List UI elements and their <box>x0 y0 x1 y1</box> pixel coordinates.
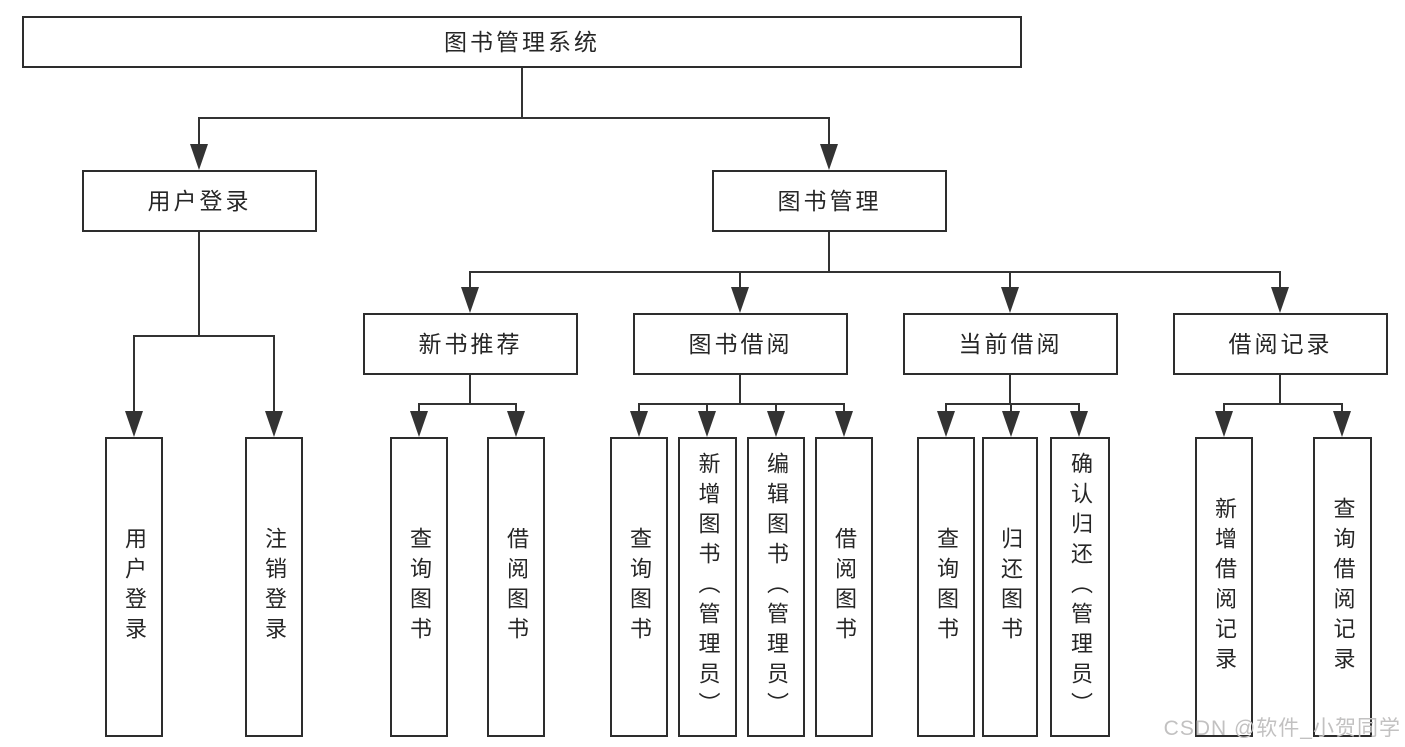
node-book-borrowing: 图书借阅 <box>633 313 848 375</box>
arrow-down-icon <box>698 411 716 437</box>
leaf-cb-return-books-label: 归还图书 <box>998 527 1023 647</box>
node-user-login: 用户登录 <box>82 170 317 232</box>
arrow-down-icon <box>731 287 749 313</box>
connector-line <box>469 271 471 292</box>
arrow-down-icon <box>1271 287 1289 313</box>
connector-line <box>828 117 830 150</box>
leaf-bb-borrow-books-label: 借阅图书 <box>832 527 857 647</box>
leaf-bb-add-books-label: 新增图书（管理员） <box>695 452 721 722</box>
connector-line <box>706 403 708 415</box>
connector-line <box>1279 374 1281 405</box>
connector-line <box>1341 403 1343 415</box>
leaf-nbr-query-books-label: 查询图书 <box>407 527 432 647</box>
connector-line <box>1223 403 1225 415</box>
connector-line <box>515 403 517 415</box>
node-current-borrowing-label: 当前借阅 <box>958 330 1063 357</box>
connector-line <box>1223 403 1343 405</box>
arrow-down-icon <box>125 411 143 437</box>
arrow-down-icon <box>630 411 648 437</box>
arrow-down-icon <box>190 144 208 170</box>
arrow-down-icon <box>507 411 525 437</box>
node-new-book-recommendation: 新书推荐 <box>363 313 578 375</box>
node-borrowing-records: 借阅记录 <box>1173 313 1388 375</box>
leaf-nbr-borrow-books: 借阅图书 <box>487 437 545 737</box>
node-current-borrowing: 当前借阅 <box>903 313 1118 375</box>
arrow-down-icon <box>1001 287 1019 313</box>
connector-line <box>133 335 275 337</box>
leaf-cb-return-books: 归还图书 <box>982 437 1038 737</box>
connector-line <box>418 403 420 415</box>
arrow-down-icon <box>820 144 838 170</box>
connector-line <box>1009 374 1011 405</box>
node-user-login-label: 用户登录 <box>147 187 252 214</box>
connector-line <box>418 403 517 405</box>
leaf-user-login: 用户登录 <box>105 437 163 737</box>
arrow-down-icon <box>937 411 955 437</box>
arrow-down-icon <box>1215 411 1233 437</box>
connector-line <box>469 374 471 405</box>
node-book-borrowing-label: 图书借阅 <box>688 330 793 357</box>
node-library-system: 图书管理系统 <box>22 16 1022 68</box>
arrow-down-icon <box>1070 411 1088 437</box>
connector-line <box>843 403 845 415</box>
connector-line <box>739 271 741 292</box>
leaf-bb-borrow-books: 借阅图书 <box>815 437 873 737</box>
connector-line <box>1010 403 1012 415</box>
arrow-down-icon <box>1333 411 1351 437</box>
node-book-management: 图书管理 <box>712 170 947 232</box>
node-library-system-label: 图书管理系统 <box>444 28 600 55</box>
leaf-cb-confirm-return-label: 确认归还（管理员） <box>1068 452 1093 722</box>
connector-line <box>273 335 275 415</box>
connector-line <box>775 403 777 415</box>
leaf-cb-confirm-return: 确认归还（管理员） <box>1050 437 1110 737</box>
arrow-down-icon <box>410 411 428 437</box>
arrow-down-icon <box>835 411 853 437</box>
leaf-bb-edit-books: 编辑图书（管理员） <box>747 437 805 737</box>
leaf-bb-query-books: 查询图书 <box>610 437 668 737</box>
connector-line <box>638 403 845 405</box>
leaf-user-login-label: 用户登录 <box>122 527 147 647</box>
leaf-br-query-record-label: 查询借阅记录 <box>1330 497 1356 677</box>
leaf-bb-query-books-label: 查询图书 <box>627 527 652 647</box>
node-new-book-recommendation-label: 新书推荐 <box>418 330 523 357</box>
leaf-nbr-borrow-books-label: 借阅图书 <box>504 527 529 647</box>
connector-line <box>521 66 523 119</box>
leaf-cb-query-books-label: 查询图书 <box>934 527 959 647</box>
leaf-logout: 注销登录 <box>245 437 303 737</box>
connector-line <box>638 403 640 415</box>
arrow-down-icon <box>1002 411 1020 437</box>
leaf-bb-edit-books-label: 编辑图书（管理员） <box>764 452 789 722</box>
connector-line <box>945 403 1080 405</box>
leaf-br-add-record-label: 新增借阅记录 <box>1212 497 1237 677</box>
connector-line <box>133 335 135 415</box>
leaf-nbr-query-books: 查询图书 <box>390 437 448 737</box>
leaf-br-add-record: 新增借阅记录 <box>1195 437 1253 737</box>
watermark-text: CSDN @软件_小贺同学 <box>1163 717 1401 740</box>
arrow-down-icon <box>265 411 283 437</box>
connector-line <box>1078 403 1080 415</box>
leaf-logout-label: 注销登录 <box>262 527 287 647</box>
arrow-down-icon <box>461 287 479 313</box>
leaf-br-query-record: 查询借阅记录 <box>1313 437 1372 737</box>
connector-line <box>828 231 830 273</box>
connector-line <box>1009 271 1011 292</box>
leaf-bb-add-books: 新增图书（管理员） <box>678 437 737 737</box>
connector-line <box>198 117 200 150</box>
connector-line <box>739 374 741 405</box>
node-book-management-label: 图书管理 <box>777 187 882 214</box>
arrow-down-icon <box>767 411 785 437</box>
connector-line <box>198 117 830 119</box>
connector-line <box>198 231 200 337</box>
leaf-cb-query-books: 查询图书 <box>917 437 975 737</box>
connector-line <box>1279 271 1281 292</box>
connector-line <box>469 271 1281 273</box>
connector-line <box>945 403 947 415</box>
node-borrowing-records-label: 借阅记录 <box>1228 330 1333 357</box>
